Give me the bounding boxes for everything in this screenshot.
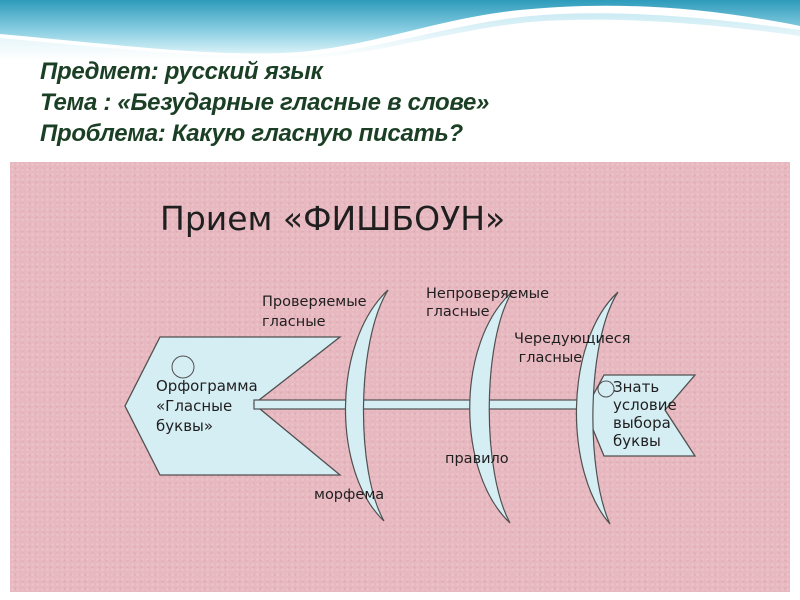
header-wave-decoration [0,0,800,60]
tail-circle-marker [597,380,615,398]
rib-2 [469,291,513,524]
head-circle-marker [171,355,195,379]
fishbone-panel: Прием «ФИШБОУН» Орфограмма «Гласные букв… [10,162,790,592]
subject-line: Предмет: русский язык [40,58,323,85]
fish-spine [253,399,592,410]
topic-line: Тема : «Безударные гласные в слове» [40,89,490,116]
header-text: Предмет: русский язык Тема : «Безударные… [40,56,489,149]
fishbone-diagram: Прием «ФИШБОУН» Орфограмма «Гласные букв… [124,199,697,525]
rule-label: правило [445,451,509,467]
rib-3 [575,291,619,525]
morpheme-label: морфема [314,487,384,503]
diagram-title: Прием «ФИШБОУН» [160,199,505,238]
alternating-vowels-label: Чередующиеся гласные [514,331,635,366]
rib-1 [344,289,389,522]
head-label: Орфограмма «Гласные буквы» [156,377,263,435]
checked-vowels-label: Проверяемые гласные [262,294,371,330]
tail-label: Знать условие выбора буквы [613,378,682,450]
problem-line: Проблема: Какую гласную писать? [40,120,463,147]
unchecked-vowels-label: Непроверяемые гласные [426,286,554,320]
